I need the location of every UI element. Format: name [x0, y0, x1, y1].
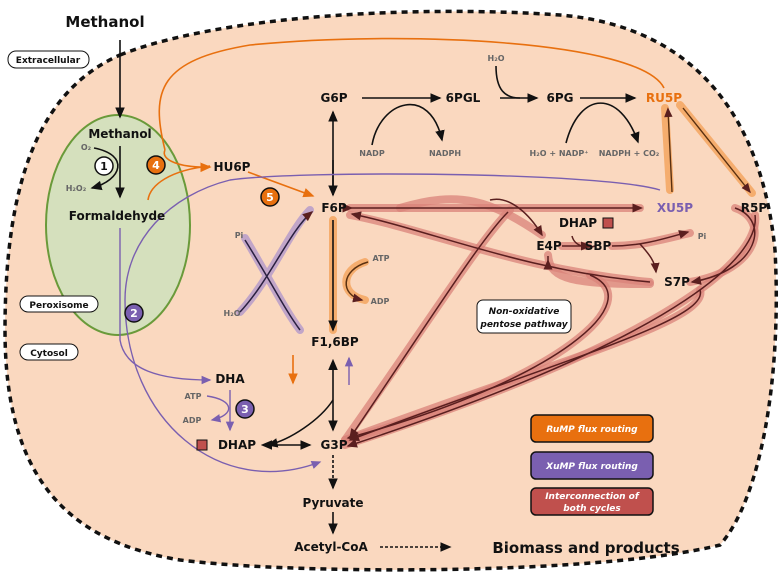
hu6p: HU6P: [214, 160, 251, 174]
ru5p-loop: [158, 37, 665, 151]
biomass-and-products: Biomass and products: [492, 539, 679, 557]
dhap-marker-icon: [602, 217, 614, 229]
xu5p: XU5P: [657, 201, 693, 215]
step-5-badge: 5: [260, 187, 280, 207]
acetyl-coa: Acetyl-CoA: [294, 540, 368, 554]
formaldehyde-to-hu6p: [147, 165, 211, 201]
methanol-peroxisome: Methanol: [88, 127, 151, 141]
dha: DHA: [215, 372, 245, 386]
svg-text:both cycles: both cycles: [563, 504, 621, 514]
extracellular-label: Extracellular: [7, 50, 90, 69]
6pg: 6PG: [547, 91, 574, 105]
nadph-co2: NADPH + CO₂: [599, 149, 660, 158]
atp-f: ATP: [373, 254, 390, 263]
h2o-top: H₂O: [488, 54, 505, 63]
interconnection-arrows: [342, 198, 757, 448]
s7p: S7P: [664, 275, 690, 289]
svg-text:2: 2: [130, 307, 138, 320]
hu6p-to-f6p-arrow: [247, 171, 315, 198]
nadp: NADP: [359, 149, 385, 158]
h2o-arrow: [495, 65, 521, 99]
dhap-ppp: DHAP: [559, 216, 597, 230]
atp-adp-arrow: [345, 261, 369, 303]
adp-d: ADP: [183, 416, 202, 425]
f16bp: F1,6BP: [311, 335, 359, 349]
adp-f: ADP: [371, 297, 390, 306]
h2o-nadp: H₂O + NADP⁺: [530, 149, 589, 158]
svg-text:1: 1: [100, 160, 108, 173]
legend-interconnection: Interconnection of both cycles: [530, 487, 654, 516]
legend-rump: RuMP flux routing: [530, 414, 654, 443]
svg-text:Extracellular: Extracellular: [16, 56, 81, 66]
step-2-badge: 2: [124, 303, 144, 323]
o2: O₂: [81, 143, 92, 152]
svg-text:3: 3: [241, 403, 249, 416]
peroxisome-label: Peroxisome: [19, 295, 99, 313]
6pgl: 6PGL: [446, 91, 481, 105]
ru5p: RU5P: [646, 91, 682, 105]
svg-text:Non-oxidative: Non-oxidative: [489, 307, 560, 317]
svg-text:Peroxisome: Peroxisome: [29, 301, 88, 311]
step-1-badge: 1: [94, 156, 114, 176]
fbpase-arrows: [239, 212, 312, 331]
h2o2: H₂O₂: [66, 184, 87, 193]
svg-text:XuMP flux routing: XuMP flux routing: [545, 462, 638, 472]
o2-arrow: [90, 147, 119, 191]
pi-left: Pi: [235, 231, 244, 240]
pi-right: Pi: [698, 232, 707, 241]
sbp: SBP: [585, 239, 612, 253]
atp-adp-d-arrow: [206, 395, 230, 423]
formaldehyde-to-dha-arrow: [119, 228, 212, 385]
g3p: G3P: [321, 438, 348, 452]
g6p: G6P: [321, 91, 348, 105]
ru5p-epimerase-isomerase-arrows: [668, 108, 750, 192]
step-4-badge: 4: [146, 155, 166, 175]
svg-text:pentose pathway: pentose pathway: [479, 320, 568, 330]
step-3-badge: 3: [235, 399, 255, 419]
formaldehyde: Formaldehyde: [69, 209, 165, 223]
svg-text:5: 5: [266, 191, 274, 204]
e4p: E4P: [536, 239, 562, 253]
atp-d: ATP: [185, 392, 202, 401]
svg-text:Cytosol: Cytosol: [30, 349, 68, 359]
cytosol-label: Cytosol: [19, 343, 79, 361]
r5p: R5P: [741, 201, 768, 215]
nadp-co2-arrow: [565, 102, 640, 144]
non-oxidative-ppp-label: Non-oxidative pentose pathway: [476, 299, 572, 334]
svg-text:RuMP flux routing: RuMP flux routing: [546, 425, 638, 435]
pyruvate: Pyruvate: [302, 496, 363, 510]
svg-text:Interconnection of: Interconnection of: [545, 492, 640, 502]
f6p: F6P: [321, 201, 347, 215]
h2o-left: H₂O: [224, 309, 241, 318]
nadp-arrow: [371, 103, 445, 146]
xu5p-to-g3p-arrow: [124, 173, 661, 473]
legend: RuMP flux routing XuMP flux routing Inte…: [530, 414, 654, 516]
dhap: DHAP: [218, 438, 256, 452]
dhap-marker-icon: [196, 439, 208, 451]
legend-xump: XuMP flux routing: [530, 451, 654, 480]
methanol-extracellular: Methanol: [65, 13, 144, 31]
svg-text:4: 4: [152, 159, 160, 172]
nadph: NADPH: [429, 149, 461, 158]
